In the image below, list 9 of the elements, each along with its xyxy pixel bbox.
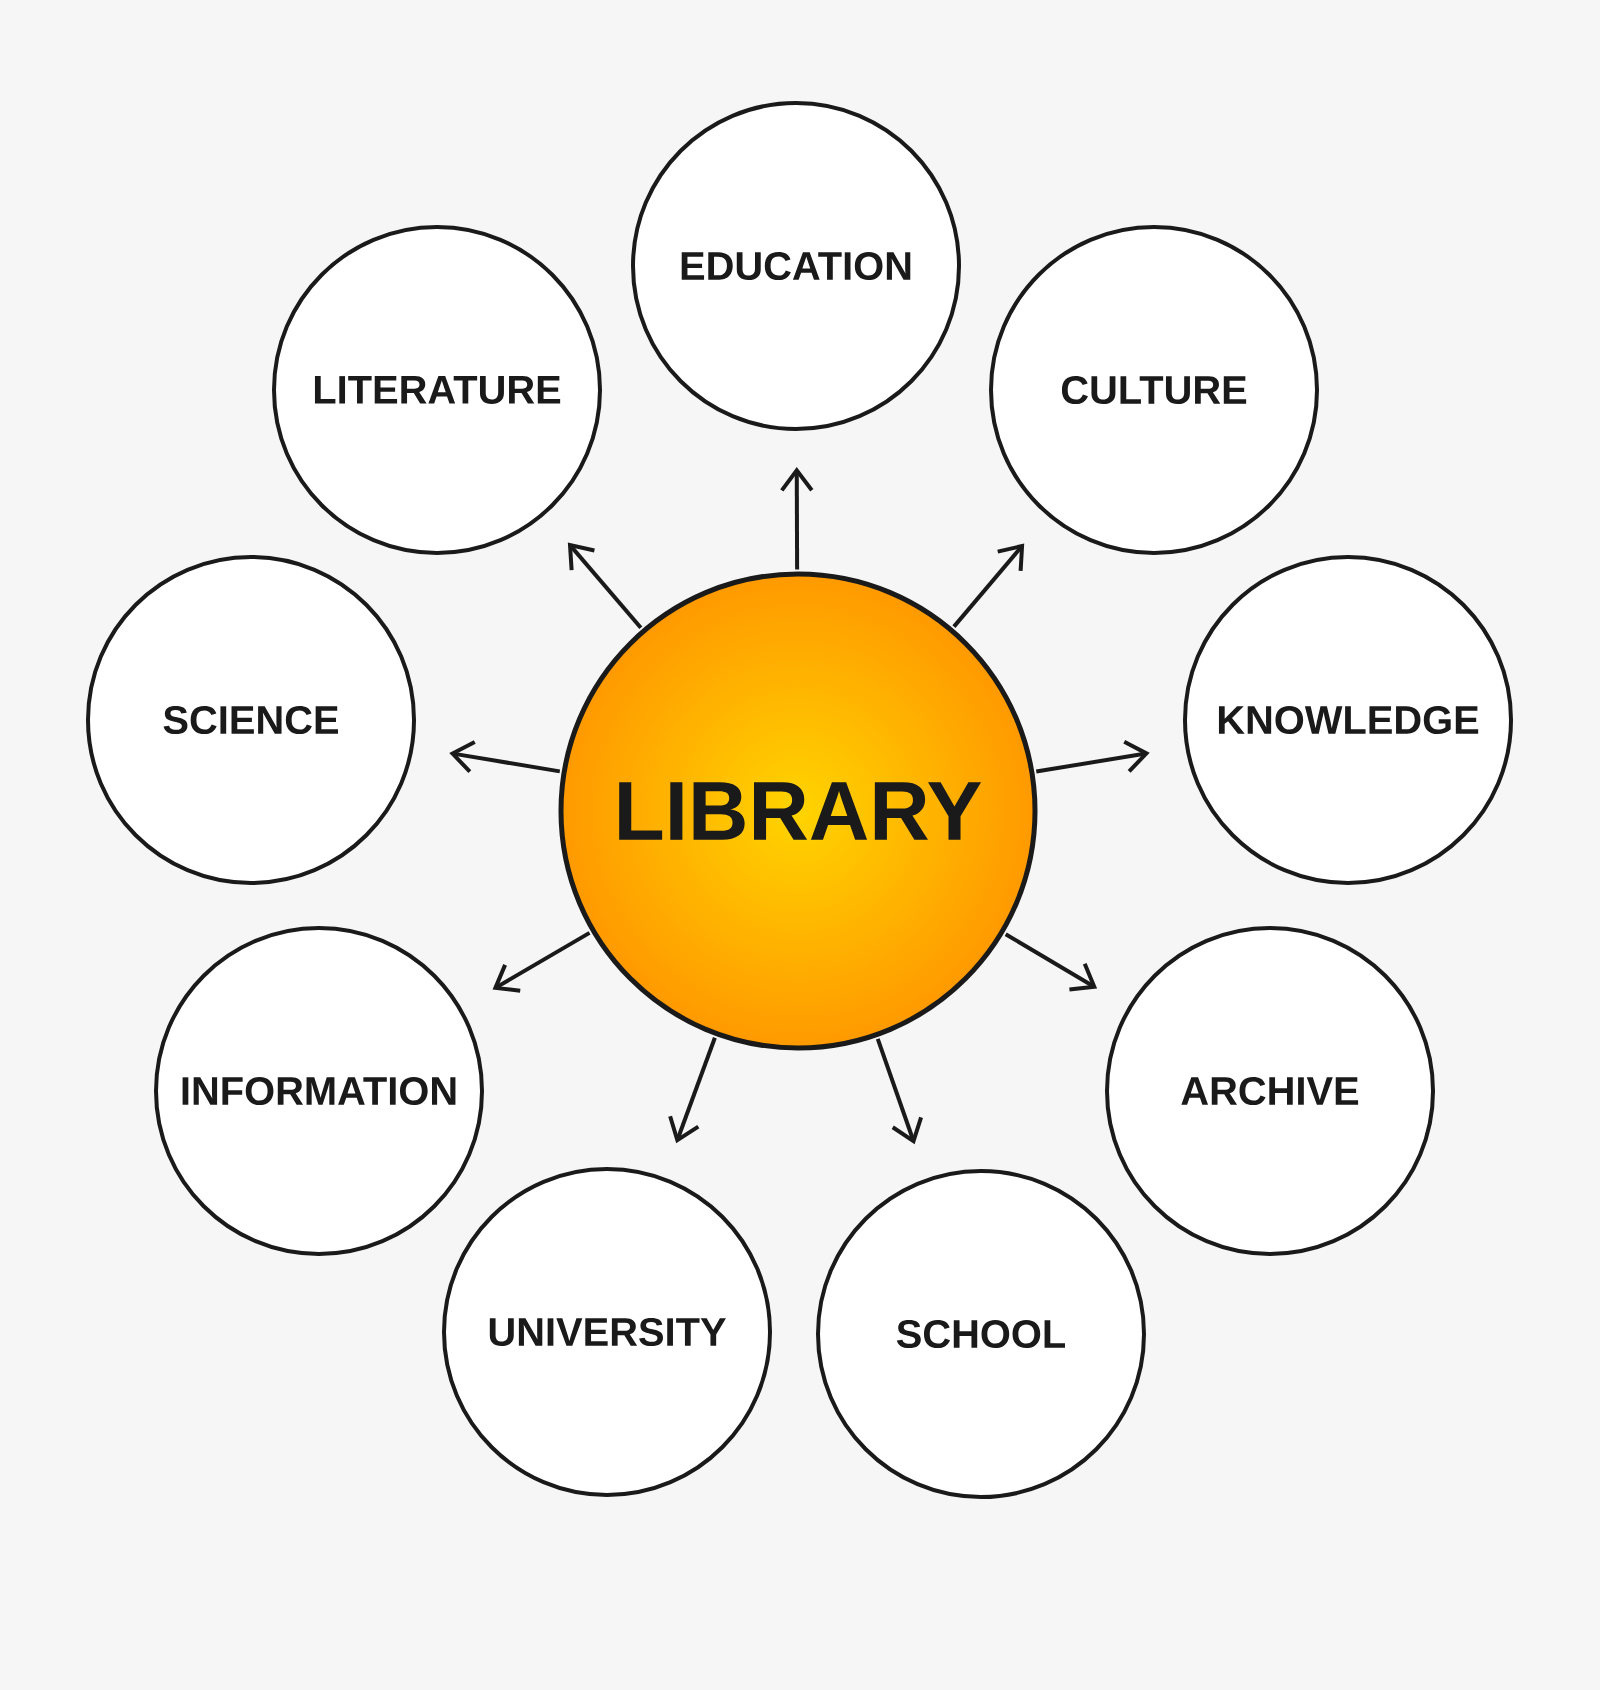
arrow: [492, 931, 591, 993]
arrow: [449, 740, 561, 774]
arrow: [668, 1037, 717, 1144]
arrow: [1035, 740, 1150, 774]
arrow: [875, 1038, 923, 1145]
arrow: [567, 542, 643, 629]
arrow: [1004, 932, 1098, 992]
arrow: [952, 543, 1025, 628]
arrow: [780, 467, 814, 570]
